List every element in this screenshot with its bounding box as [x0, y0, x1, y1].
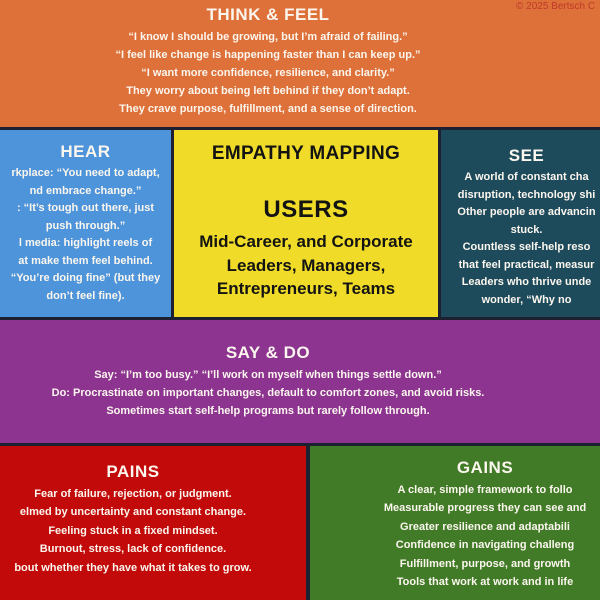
see-line: disruption, technology shi	[457, 188, 596, 201]
gains-line: Greater resilience and adaptabili	[400, 520, 570, 533]
see-line: A world of constant cha	[464, 171, 589, 183]
center-panel: EMPATHY MAPPING USERS Mid-Career, and Co…	[174, 130, 438, 317]
think-feel-line: They crave purpose, fulfillment, and a s…	[119, 103, 417, 115]
gains-line: A clear, simple framework to follo	[397, 484, 573, 496]
see-line: that feel practical, measur	[458, 258, 595, 271]
say-do-panel: SAY & DO Say: “I’m too busy.” “I’ll work…	[0, 320, 600, 443]
pains-content: PAINS Fear of failure, rejection, or jud…	[0, 446, 306, 577]
think-feel-line: They worry about being left behind if th…	[126, 85, 410, 97]
gains-title: GAINS	[456, 458, 514, 477]
think-feel-title: THINK & FEEL	[206, 5, 330, 24]
say-do-line: Sometimes start self-help programs but r…	[106, 405, 430, 417]
see-panel: SEE A world of constant cha disruption, …	[441, 130, 600, 317]
think-feel-panel: THINK & FEEL “I know I should be growing…	[0, 0, 600, 127]
say-do-line: Say: “I’m too busy.” “I’ll work on mysel…	[94, 369, 442, 381]
gains-line: Confidence in navigating challeng	[395, 539, 575, 552]
pains-line: elmed by uncertainty and constant change…	[19, 506, 247, 519]
hear-line: rkplace: “You need to adapt,	[11, 167, 160, 179]
hear-line: : “It’s tough out there, just	[16, 202, 155, 214]
say-do-title: SAY & DO	[225, 343, 311, 362]
see-content: SEE A world of constant cha disruption, …	[441, 130, 600, 309]
pains-line: Fear of failure, rejection, or judgment.	[34, 488, 232, 500]
pains-line: bout whether they have what it takes to …	[14, 561, 252, 574]
gains-line: Fulfillment, purpose, and growth	[399, 557, 571, 570]
see-line: wonder, “Why no	[481, 293, 572, 306]
hear-content: HEAR rkplace: “You need to adapt, nd emb…	[0, 130, 171, 305]
pains-line: Feeling stuck in a fixed mindset.	[48, 524, 218, 537]
copyright-notice: © 2025 Bertsch C	[516, 1, 596, 12]
think-feel-line: “I feel like change is happening faster …	[115, 49, 421, 61]
gains-panel: GAINS A clear, simple framework to follo…	[310, 446, 600, 600]
think-feel-line: “I want more confidence, resilience, and…	[141, 67, 395, 79]
gains-content: GAINS A clear, simple framework to follo…	[310, 446, 600, 591]
users-description: Mid-Career, and Corporate Leaders, Manag…	[174, 230, 438, 301]
hear-line: at make them feel behind.	[18, 254, 153, 267]
see-title: SEE	[508, 146, 545, 165]
see-line: stuck.	[510, 223, 543, 236]
pains-line: Burnout, stress, lack of confidence.	[39, 543, 227, 556]
hear-title: HEAR	[60, 142, 111, 161]
users-line: Entrepreneurs, Teams	[216, 279, 396, 298]
say-do-line: Do: Procrastinate on important changes, …	[51, 387, 485, 399]
hear-panel: HEAR rkplace: “You need to adapt, nd emb…	[0, 130, 171, 317]
hear-line: l media: highlight reels of	[18, 237, 153, 249]
see-line: Other people are advancin	[457, 206, 596, 218]
pains-title: PAINS	[106, 462, 160, 481]
say-do-content: SAY & DO Say: “I’m too busy.” “I’ll work…	[0, 343, 600, 420]
hear-line: “You’re doing fine” (but they	[10, 272, 161, 284]
gains-line: Tools that work at work and in life	[396, 576, 574, 589]
hear-line: nd embrace change.”	[29, 184, 142, 197]
pains-panel: PAINS Fear of failure, rejection, or jud…	[0, 446, 306, 600]
think-feel-content: THINK & FEEL “I know I should be growing…	[0, 5, 600, 118]
users-subheading: USERS	[263, 196, 349, 223]
hear-line: don’t feel fine).	[46, 289, 125, 302]
users-line: Mid-Career, and Corporate	[199, 232, 413, 251]
center-content: EMPATHY MAPPING USERS Mid-Career, and Co…	[174, 130, 438, 301]
see-line: Countless self-help reso	[462, 241, 591, 253]
users-line: Leaders, Managers,	[226, 255, 386, 275]
empathy-mapping-heading: EMPATHY MAPPING	[211, 143, 401, 164]
see-line: Leaders who thrive unde	[461, 276, 592, 288]
hear-line: push through.”	[45, 219, 126, 232]
think-feel-line: “I know I should be growing, but I’m afr…	[128, 31, 408, 43]
gains-line: Measurable progress they can see and	[383, 502, 587, 515]
